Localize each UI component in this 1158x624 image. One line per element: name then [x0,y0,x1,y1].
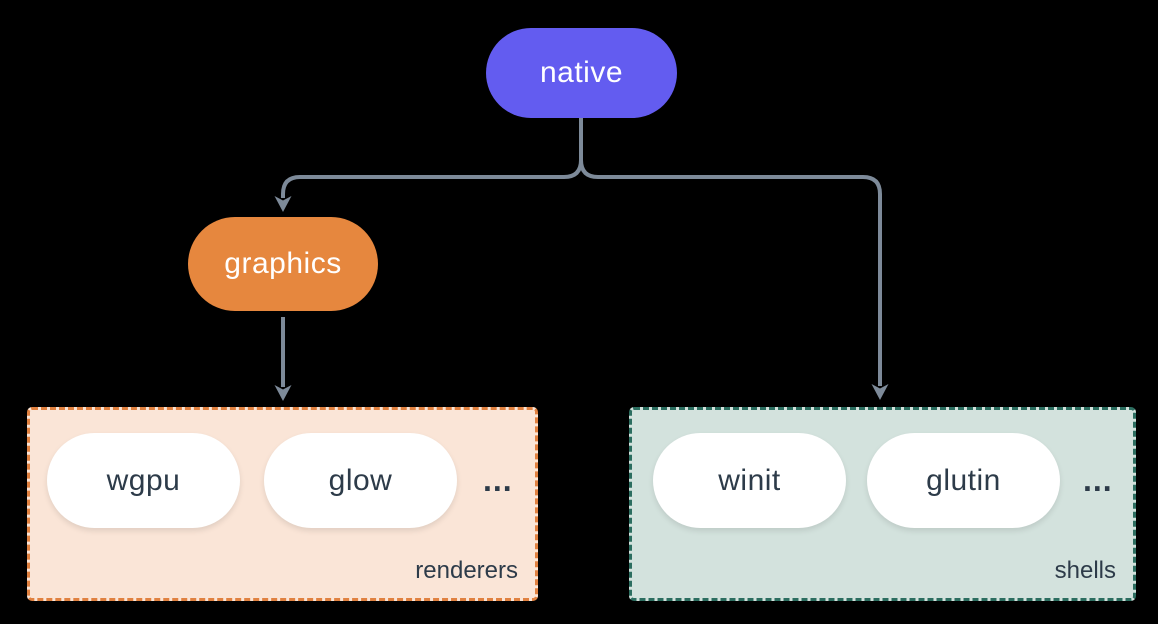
edge-native-to-graphics [281,118,583,198]
arrowhead-renderers [274,385,292,401]
edge-native-to-shells [579,118,882,386]
shells-ellipsis: ... [1083,462,1113,498]
arrowhead-graphics [274,196,292,212]
node-winit: winit [653,433,846,528]
arrowhead-shells [871,384,889,400]
shells-items: winit glutin ... [653,433,1113,528]
node-glow: glow [264,433,457,528]
renderers-ellipsis: ... [483,462,513,498]
renderers-group-label: renderers [415,557,518,584]
node-native: native [486,28,677,118]
renderers-items: wgpu glow ... [47,433,513,528]
node-wgpu: wgpu [47,433,240,528]
node-glutin: glutin [867,433,1060,528]
group-renderers: wgpu glow ... renderers [27,407,538,601]
node-graphics: graphics [188,217,378,311]
shells-group-label: shells [1054,557,1116,584]
group-shells: winit glutin ... shells [629,407,1136,601]
